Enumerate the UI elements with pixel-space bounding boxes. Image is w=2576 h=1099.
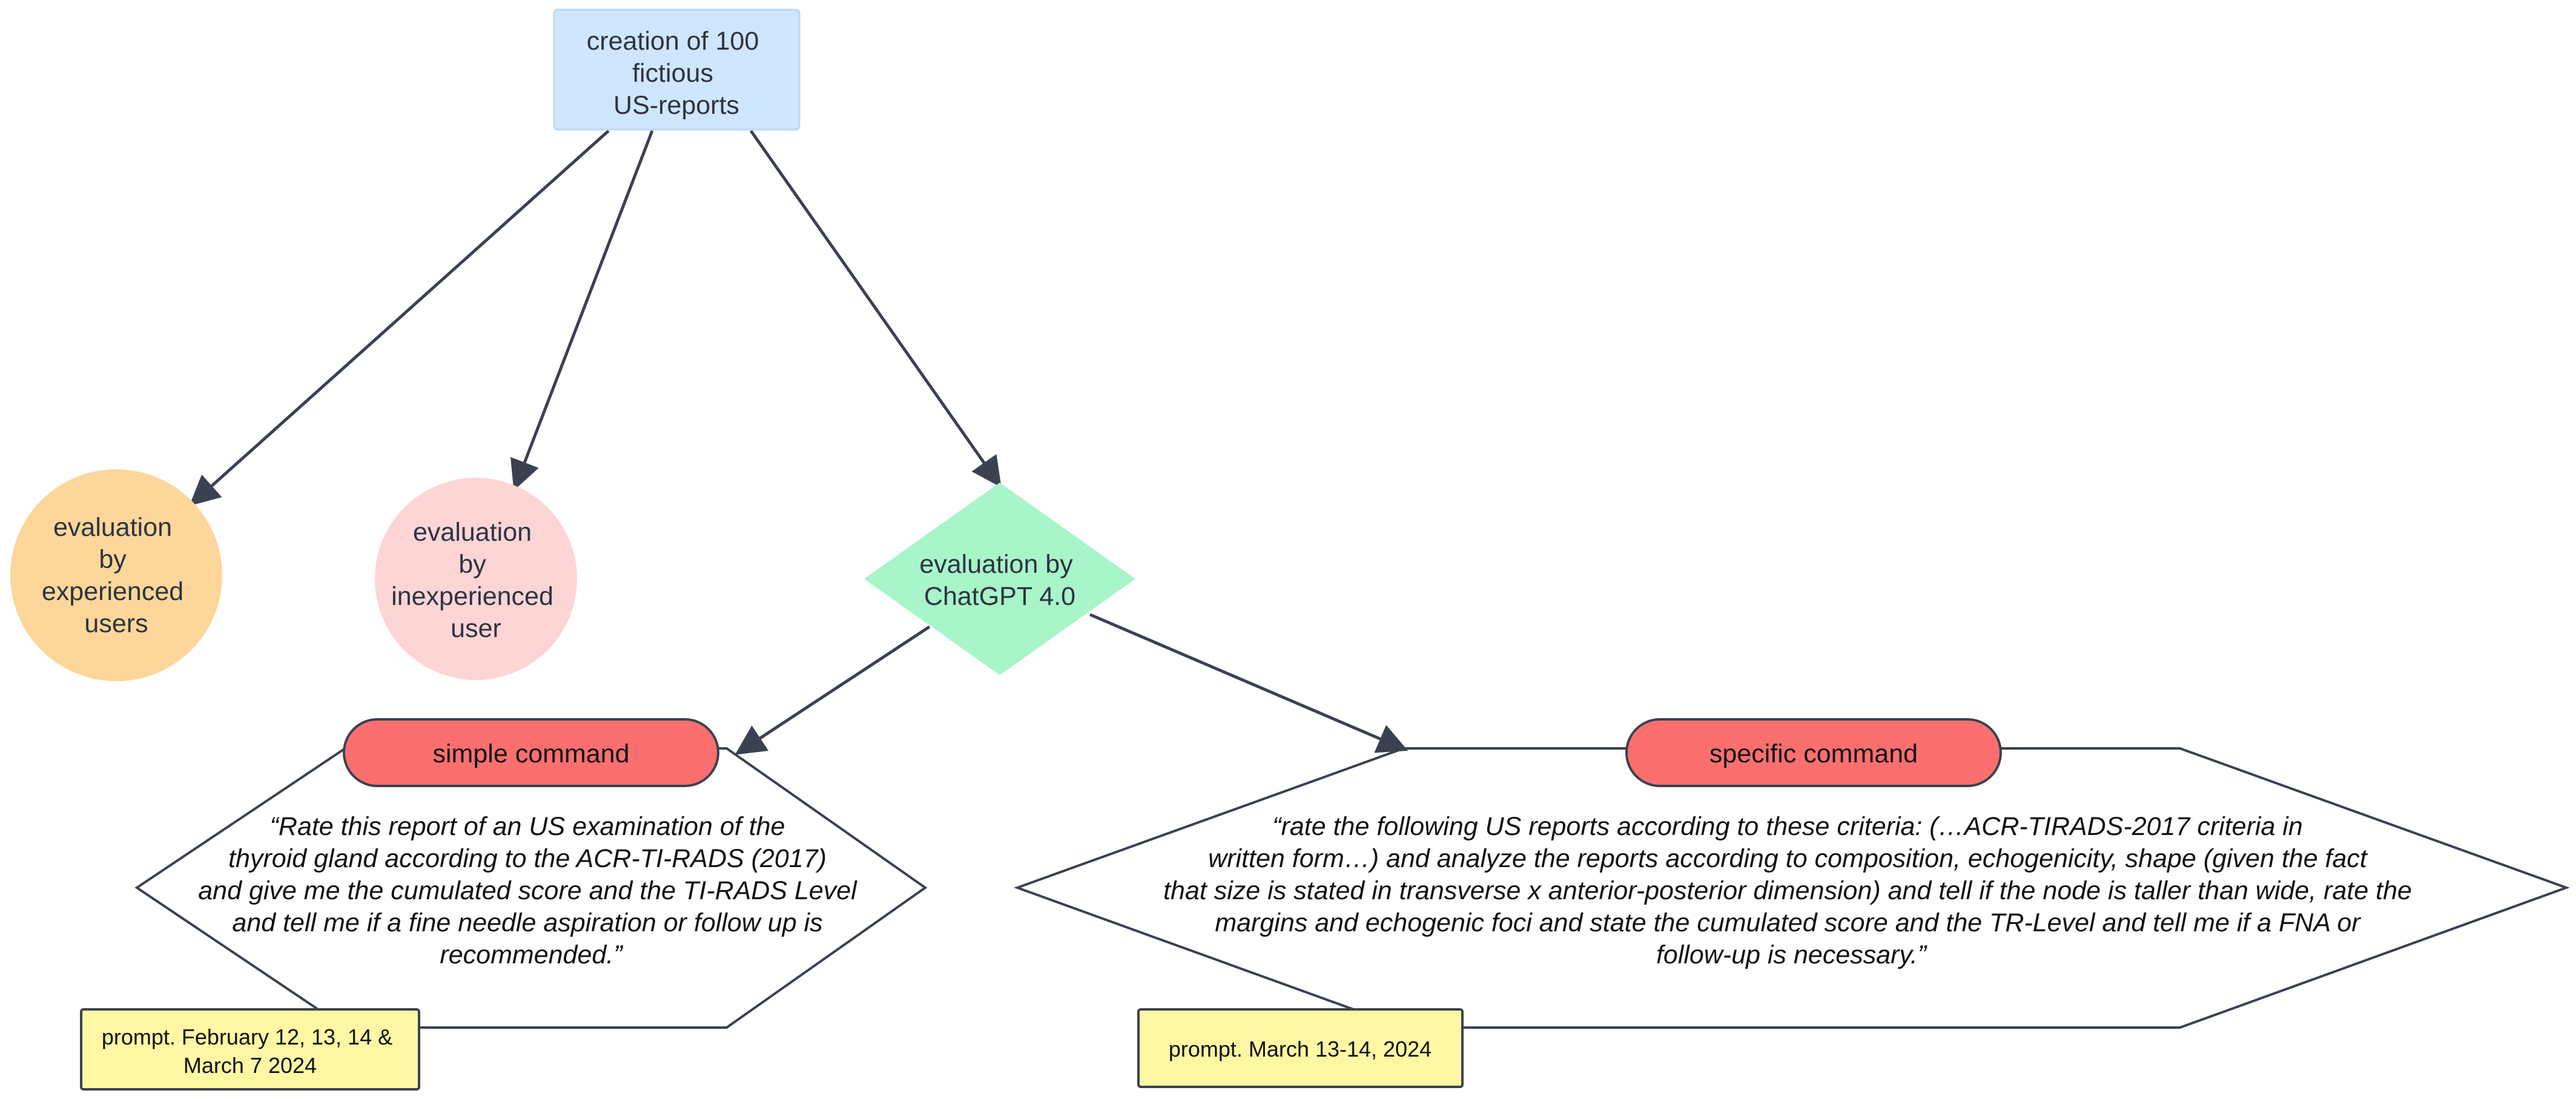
inexperienced-user-line: by: [458, 550, 486, 579]
inexperienced-user-line: evaluation: [413, 518, 532, 547]
simple-command-pill: [343, 718, 719, 787]
specific-command-hexagon: [1014, 747, 2570, 1029]
chatgpt-evaluation-line: ChatGPT 4.0: [924, 582, 1075, 611]
inexperienced-user-line: user: [451, 614, 501, 643]
experienced-users-circle: [10, 469, 222, 681]
specific-command-quote: “rate the following US reports according…: [1163, 812, 2419, 969]
simple-command-hexagon: [134, 747, 928, 1029]
specific-quote-line: that size is stated in transverse x ante…: [1163, 876, 2412, 905]
start-node-line: US-reports: [613, 91, 739, 120]
experienced-users-line: evaluation: [53, 513, 172, 542]
chatgpt-evaluation-node: evaluation by ChatGPT 4.0: [864, 483, 1135, 675]
simple-command-group: simple command “Rate this report of an U…: [80, 718, 864, 1091]
experienced-users-label: evaluation by experienced users: [42, 513, 191, 638]
start-node-line: creation of 100: [587, 27, 759, 56]
edge-chatgpt-to-specific: [1089, 613, 1409, 753]
simple-prompt-note-box: [80, 1008, 420, 1091]
specific-prompt-note-box: [1137, 1008, 1464, 1088]
simple-quote-line: recommended.”: [440, 940, 623, 969]
simple-prompt-note-line: prompt. February 12, 13, 14 &: [102, 1025, 392, 1049]
inexperienced-user-line: inexperienced: [391, 582, 553, 611]
simple-prompt-note: prompt. February 12, 13, 14 & March 7 20…: [102, 1025, 398, 1078]
start-node-box: [553, 8, 801, 131]
specific-prompt-note: prompt. March 13-14, 2024: [1169, 1037, 1432, 1061]
edge-start-to-chatgpt: [749, 130, 1002, 488]
chatgpt-evaluation-label: evaluation by ChatGPT 4.0: [919, 550, 1080, 611]
specific-quote-line: follow-up is necessary.”: [1656, 940, 1927, 969]
inexperienced-user-circle: [375, 478, 577, 680]
chatgpt-evaluation-diamond: [864, 483, 1135, 675]
simple-command-quote: “Rate this report of an US examination o…: [198, 812, 864, 969]
edge-start-to-inexperienced: [510, 130, 654, 491]
simple-quote-line: and give me the cumulated score and the …: [198, 876, 857, 905]
inexperienced-user-node: evaluation by inexperienced user: [375, 478, 577, 680]
start-node: creation of 100 fictious US-reports: [553, 8, 801, 131]
specific-command-label: specific command: [1709, 739, 1918, 768]
simple-quote-line: thyroid gland according to the ACR-TI-RA…: [228, 844, 827, 873]
specific-command-pill: [1625, 718, 2002, 787]
experienced-users-line: users: [84, 609, 148, 638]
edge-chatgpt-to-simple: [735, 625, 931, 755]
chatgpt-evaluation-line: evaluation by: [919, 550, 1073, 579]
experienced-users-node: evaluation by experienced users: [10, 469, 222, 681]
specific-quote-line: “rate the following US reports according…: [1272, 812, 2303, 841]
simple-prompt-note-line: March 7 2024: [183, 1053, 317, 1078]
inexperienced-user-label: evaluation by inexperienced user: [391, 518, 561, 643]
simple-quote-line: “Rate this report of an US examination o…: [270, 812, 785, 841]
experienced-users-line: by: [99, 545, 127, 574]
experienced-users-line: experienced: [42, 577, 183, 606]
simple-quote-line: and tell me if a fine needle aspiration …: [232, 908, 822, 937]
specific-quote-line: written form…) and analyze the reports a…: [1208, 844, 2368, 873]
edge-start-to-experienced: [189, 130, 610, 506]
start-node-label: creation of 100 fictious US-reports: [587, 27, 766, 120]
specific-quote-line: margins and echogenic foci and state the…: [1215, 908, 2361, 937]
simple-command-label: simple command: [433, 739, 630, 768]
start-node-line: fictious: [632, 59, 713, 88]
specific-command-group: specific command “rate the following US …: [1137, 718, 2419, 1088]
